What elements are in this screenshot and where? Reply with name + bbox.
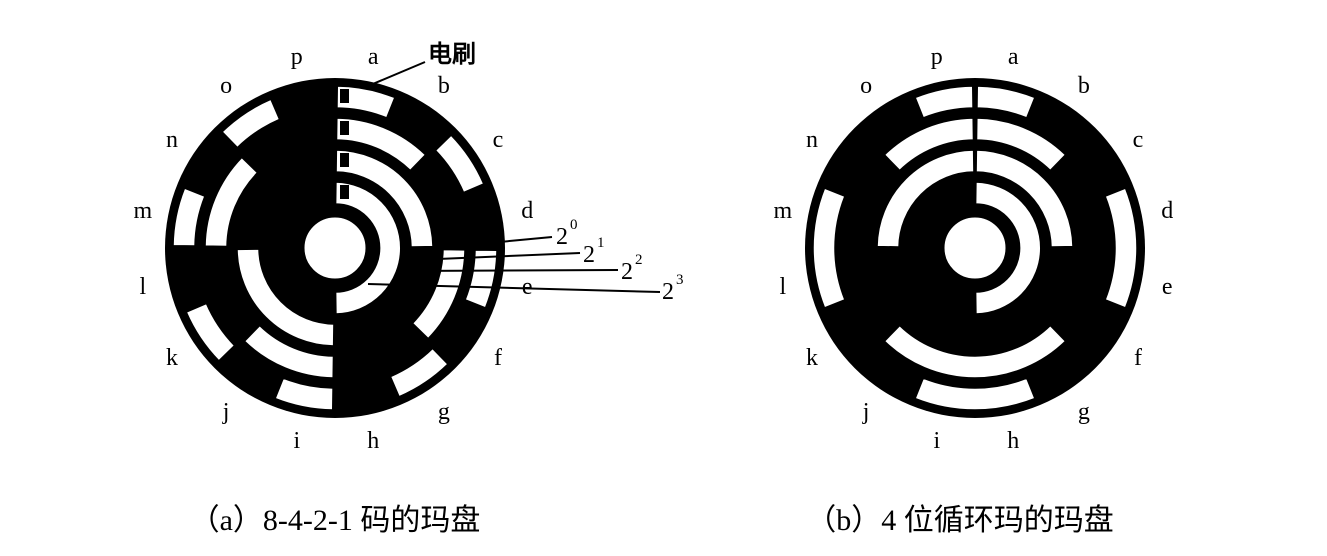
track-window bbox=[204, 156, 259, 248]
track-window bbox=[220, 98, 281, 149]
bit-leader-line bbox=[437, 252, 581, 260]
brush-leader-line bbox=[367, 61, 426, 87]
sector-label: p bbox=[291, 44, 303, 70]
sector-label: j bbox=[862, 399, 870, 425]
track-window bbox=[883, 117, 975, 172]
track-window bbox=[236, 248, 335, 347]
disk-a-windows bbox=[172, 85, 498, 411]
brush-contact bbox=[340, 153, 349, 167]
bit-label-base: 2 bbox=[621, 259, 633, 285]
bit-label-exp: 0 bbox=[570, 217, 578, 233]
sector-label: g bbox=[1078, 399, 1090, 425]
bit-leader-line bbox=[404, 269, 619, 272]
brush-contact bbox=[340, 89, 349, 103]
track-window bbox=[172, 187, 206, 247]
disk-b-caption: （b）4 位循环玛的玛盘 bbox=[806, 504, 1114, 537]
bit-label-exp: 3 bbox=[676, 272, 684, 288]
track-window bbox=[974, 181, 1042, 315]
track-window bbox=[334, 181, 402, 315]
disk-a-brushes bbox=[340, 89, 349, 199]
track-window bbox=[411, 248, 466, 340]
disk-a-bit-leaders: 2 0 2 1 2 2 2 3 bbox=[367, 217, 684, 305]
bit-label-base: 2 bbox=[583, 242, 595, 268]
brush-label: 电刷 bbox=[428, 40, 476, 68]
track-window bbox=[389, 347, 450, 398]
track-window bbox=[243, 324, 335, 379]
track-window bbox=[185, 302, 236, 363]
bit-label-base: 2 bbox=[556, 224, 568, 250]
sector-label: c bbox=[493, 127, 504, 153]
disk-b-gray-code: a b c d e f g h i j k l m n o p （b）4 位循环玛的玛盘 bbox=[773, 44, 1173, 537]
sector-label: h bbox=[1007, 428, 1019, 454]
disk-a-caption: （a）8-4-2-1 码的玛盘 bbox=[190, 504, 481, 537]
track-window bbox=[335, 117, 427, 172]
sector-label: e bbox=[522, 274, 533, 300]
sector-label: d bbox=[521, 198, 533, 224]
sector-label: n bbox=[166, 127, 178, 153]
sector-label: a bbox=[1008, 44, 1019, 70]
sector-label: h bbox=[367, 428, 379, 454]
sector-label: a bbox=[368, 44, 379, 70]
sector-label: j bbox=[222, 399, 230, 425]
bit-label-exp: 1 bbox=[597, 235, 605, 251]
sector-label: l bbox=[139, 274, 146, 300]
sector-label: m bbox=[773, 198, 792, 224]
track-window bbox=[876, 149, 975, 248]
disk-b-windows bbox=[812, 85, 1138, 411]
brush-contact bbox=[340, 185, 349, 199]
sector-label: k bbox=[806, 345, 818, 371]
disk-b-hub bbox=[941, 214, 1009, 282]
track-window bbox=[975, 117, 1067, 172]
sector-label: o bbox=[220, 73, 232, 99]
track-window bbox=[975, 149, 1074, 248]
track-window bbox=[976, 85, 1036, 119]
track-window bbox=[434, 133, 485, 194]
disk-a-hub bbox=[301, 214, 369, 282]
sector-label: b bbox=[1078, 73, 1090, 99]
sector-label: f bbox=[494, 345, 502, 371]
track-window bbox=[1104, 187, 1138, 309]
sector-label: l bbox=[779, 274, 786, 300]
disk-b-sector-labels: a b c d e f g h i j k l m n o p bbox=[773, 44, 1173, 454]
track-window bbox=[274, 377, 334, 411]
track-window bbox=[914, 85, 974, 119]
sector-label: i bbox=[293, 428, 300, 454]
sector-label: o bbox=[860, 73, 872, 99]
sector-label: p bbox=[931, 44, 943, 70]
sector-label: b bbox=[438, 73, 450, 99]
sector-label: e bbox=[1162, 274, 1173, 300]
sector-label: d bbox=[1161, 198, 1173, 224]
track-window bbox=[336, 85, 396, 119]
disk-a-8421-code: 电刷 a b c d e f g h i j k l m n o p 2 0 2 1 2 2 2 3 （a）8… bbox=[133, 40, 683, 537]
sector-label: g bbox=[438, 399, 450, 425]
sector-label: k bbox=[166, 345, 178, 371]
sector-label: i bbox=[933, 428, 940, 454]
sector-label: c bbox=[1133, 127, 1144, 153]
sector-label: f bbox=[1134, 345, 1142, 371]
track-window bbox=[812, 187, 846, 309]
disk-a-sector-labels: a b c d e f g h i j k l m n o p bbox=[133, 44, 533, 454]
bit-label-base: 2 bbox=[662, 279, 674, 305]
bit-leader-line bbox=[367, 283, 661, 293]
bit-leader-line bbox=[477, 236, 553, 245]
track-window bbox=[883, 324, 1067, 379]
sector-label: n bbox=[806, 127, 818, 153]
track-window bbox=[914, 377, 1036, 411]
sector-label: m bbox=[133, 198, 152, 224]
track-window bbox=[335, 149, 434, 248]
bit-label-exp: 2 bbox=[635, 252, 643, 268]
brush-contact bbox=[340, 121, 349, 135]
